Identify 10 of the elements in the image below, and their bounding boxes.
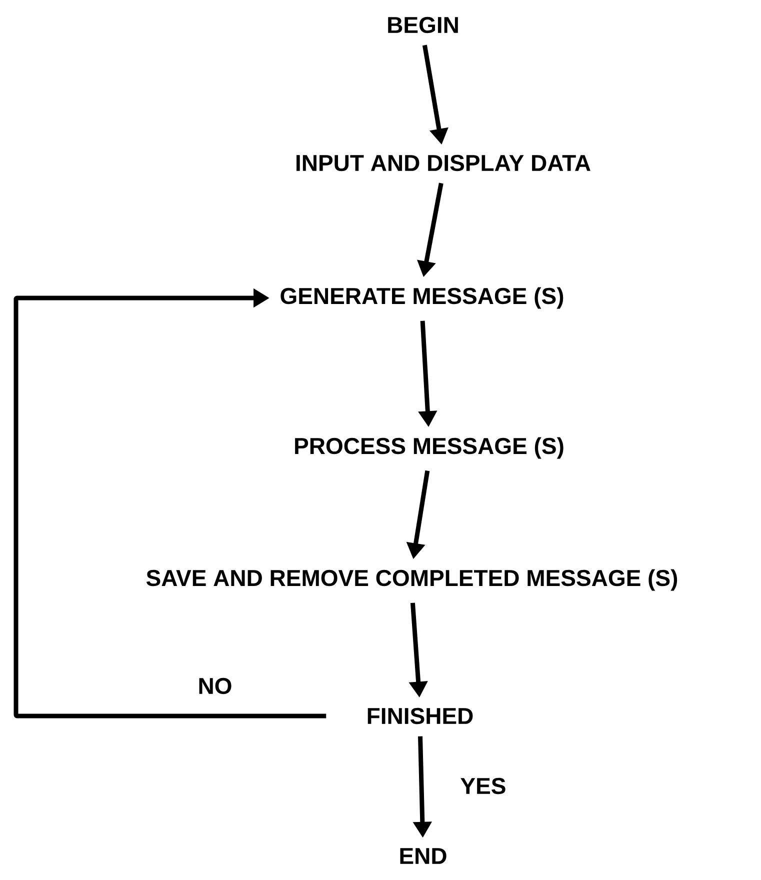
step-text: BEGIN — [388, 16, 458, 34]
step-text: SAVE AND REMOVE COMPLETED MESSAGE (S) — [146, 569, 678, 591]
edge-label: NO — [199, 678, 232, 694]
step-text: END — [400, 848, 446, 864]
edge-label: YES — [460, 778, 506, 794]
arrow — [14, 288, 326, 718]
step-text: GENERATE MESSAGE (S) — [280, 287, 564, 309]
step-text: INPUT AND DISPLAY DATA — [296, 154, 590, 172]
step-text: FINISHED — [368, 708, 473, 724]
step-text: PROCESS MESSAGE (S) — [295, 437, 564, 459]
